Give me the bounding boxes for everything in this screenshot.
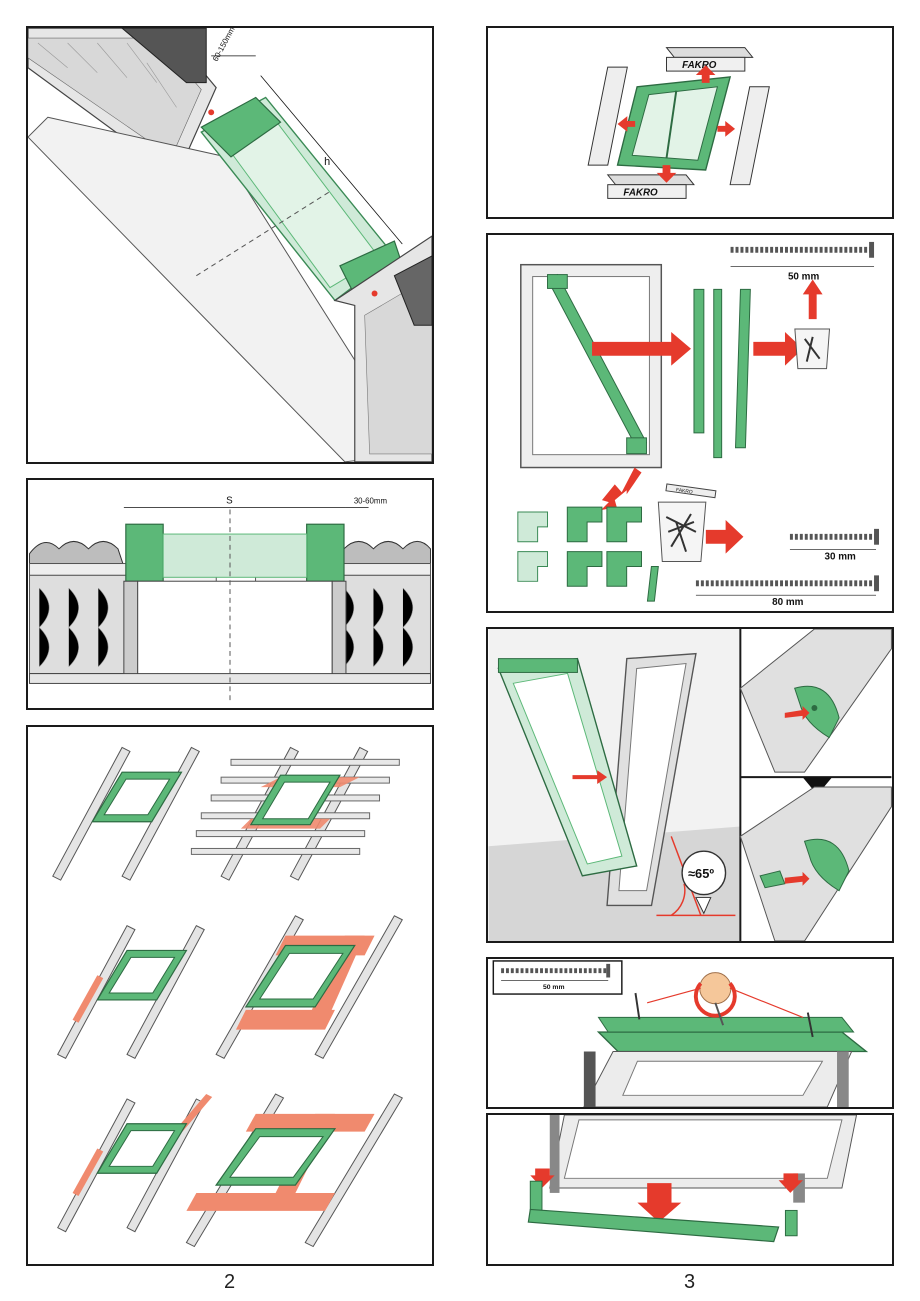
marker-label: FAKRO	[676, 487, 694, 495]
figure-sash-angle: ≈65º	[486, 627, 894, 943]
dim-30-60mm: 30-60mm	[354, 497, 388, 506]
brand-fakro-top: FAKRO	[682, 60, 717, 71]
bottom-cover-drawing	[527, 1115, 858, 1243]
screw-80mm-label: 80 mm	[772, 597, 804, 608]
screw-50mm-inset-label: 50 mm	[543, 984, 565, 991]
fix-top-drawing: 50 mm	[492, 960, 869, 1107]
figure-framing-options	[26, 725, 434, 1266]
sash-angle-drawing: ≈65º	[488, 629, 892, 941]
roof-slope-drawing: 60-150mm h	[28, 28, 432, 462]
angle-label: ≈65º	[688, 866, 714, 881]
screw-30mm-label: 30 mm	[825, 552, 857, 563]
figure-roof-section-slope: 60-150mm h	[26, 26, 434, 464]
dim-60-150mm: 60-150mm	[211, 28, 237, 63]
detail-hinge-2	[739, 786, 892, 941]
screw-50mm-drawing	[730, 241, 875, 267]
detail-hinge-1	[739, 629, 892, 773]
page-number-left: 2	[224, 1271, 236, 1293]
figure-components: 50 mm FAKRO 30 mm	[486, 233, 894, 613]
cross-section-drawing: S 30-60mm	[29, 496, 431, 705]
brand-fakro-bottom: FAKRO	[623, 187, 658, 198]
dim-s: S	[226, 496, 233, 507]
components-drawing: 50 mm FAKRO 30 mm	[517, 241, 879, 608]
framing-drawing	[52, 746, 403, 1248]
figure-roof-cross-section: S 30-60mm	[26, 478, 434, 710]
screw-50mm-label: 50 mm	[788, 272, 820, 283]
unpacking-drawing: FAKRO FAKRO	[587, 47, 770, 199]
page-number-right: 3	[684, 1271, 696, 1293]
figure-bottom-cover	[486, 1113, 894, 1266]
figure-unpacking: FAKRO FAKRO	[486, 26, 894, 219]
dim-h: h	[324, 156, 330, 168]
figure-fix-top-cover: 50 mm	[486, 957, 894, 1109]
